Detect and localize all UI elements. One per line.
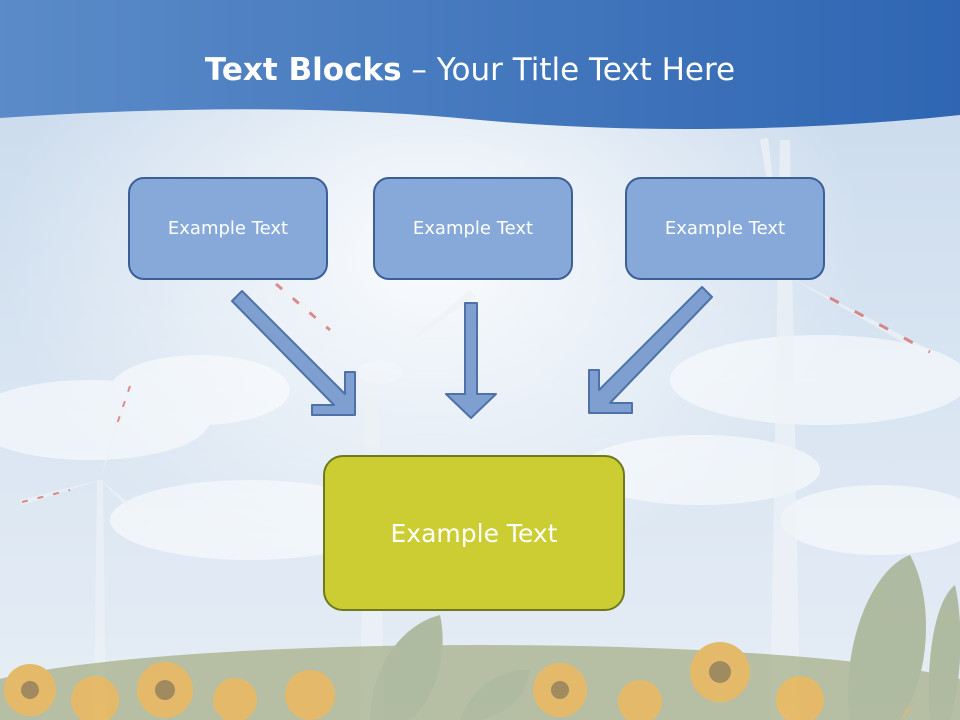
sunflower-icon [0,555,960,720]
title-rest-text: – Your Title Text Here [401,52,736,88]
text-block-3[interactable]: Example Text [625,177,825,280]
text-block-1[interactable]: Example Text [128,177,328,280]
center-text-block[interactable]: Example Text [323,455,625,611]
arrow-down-right-icon[interactable] [231,290,356,416]
arrow-down-left-icon[interactable] [588,286,713,414]
cloud-icon [0,335,960,560]
title-bold-text: Text Blocks [204,52,402,88]
text-block-1-label: Example Text [167,218,289,239]
arrow-down-icon[interactable] [445,302,497,419]
text-block-2[interactable]: Example Text [373,177,573,280]
text-block-2-label: Example Text [412,218,534,239]
page-title: Text Blocks – Your Title Text Here [0,52,940,88]
center-text-block-label: Example Text [390,518,558,548]
text-block-3-label: Example Text [664,218,786,239]
